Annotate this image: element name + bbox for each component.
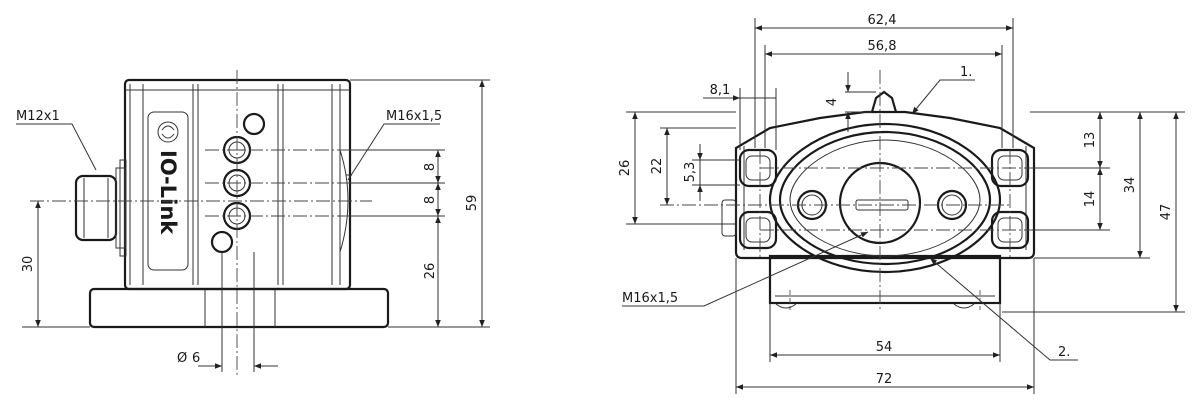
right-view: 62,4 56,8 8,1 4 26 22 5,3 [618, 13, 1185, 394]
dim-pitch-upper: 8 [423, 163, 438, 171]
dim-height-lower: 26 [423, 263, 438, 280]
dim-left-height-5-3: 5,3 [683, 162, 698, 183]
left-brand-panel [147, 111, 189, 271]
dim-connector-height: 30 [21, 256, 36, 273]
dim-pitch-lower: 8 [423, 196, 438, 204]
left-base-flange [88, 287, 390, 329]
dim-hole-diameter-symbol: Ø [177, 351, 187, 366]
dim-left-height-22: 22 [650, 158, 665, 175]
callout-part-2: 2. [1058, 345, 1070, 360]
right-housing-outline [734, 110, 1036, 260]
callout-connector-thread: M12x1 [16, 109, 60, 124]
m12-connector [74, 159, 127, 257]
dim-right-height-47: 47 [1159, 204, 1174, 221]
callout-cable-thread-right: M16x1,5 [622, 291, 678, 306]
dim-right-height-34: 34 [1123, 177, 1138, 194]
dim-slot-width: 8,1 [710, 83, 731, 98]
brand-label: IO-Link [156, 150, 180, 235]
io-link-logo-icon [157, 121, 179, 143]
dim-right-height-14: 14 [1083, 191, 1098, 208]
dim-width-outer-top: 62,4 [868, 13, 897, 28]
dim-base-width-54: 54 [876, 340, 893, 355]
dim-hole-diameter: 6 [192, 351, 200, 366]
oval-flange [768, 122, 1002, 274]
left-view: IO-Link [16, 70, 490, 375]
callout-part-1: 1. [960, 65, 972, 80]
top-nub [870, 90, 898, 113]
dim-base-width-72: 72 [876, 372, 893, 387]
callout-cable-thread-left: M16x1,5 [386, 109, 442, 124]
dim-right-height-13: 13 [1083, 132, 1098, 149]
dim-nub-height: 4 [825, 98, 840, 106]
dim-height-total: 59 [465, 195, 480, 212]
dim-width-inner-top: 56,8 [868, 39, 897, 54]
dim-left-height-26: 26 [618, 160, 633, 177]
